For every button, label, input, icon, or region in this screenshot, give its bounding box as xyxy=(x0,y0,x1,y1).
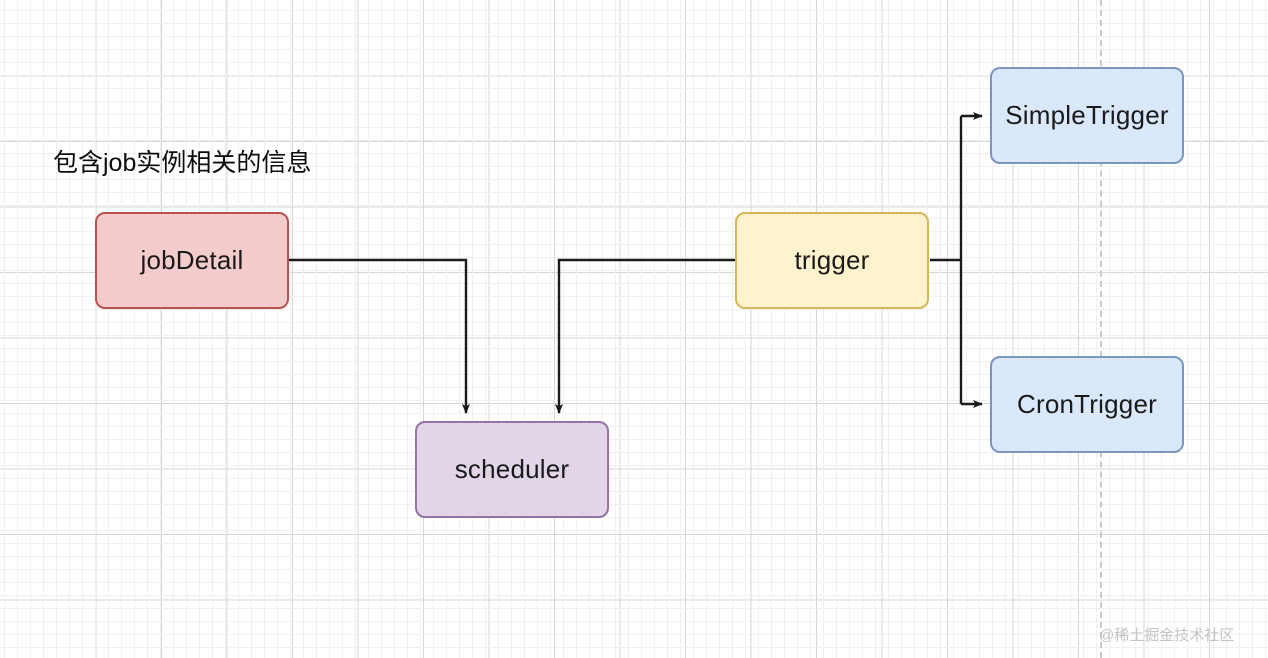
node-crontrigger-label: CronTrigger xyxy=(1017,389,1157,419)
node-scheduler[interactable]: scheduler xyxy=(415,421,609,518)
edge-jobdetail-scheduler xyxy=(289,258,470,414)
watermark: @稀土掘金技术社区 xyxy=(1099,627,1235,644)
node-crontrigger[interactable]: CronTrigger xyxy=(990,356,1184,453)
annotation-jobdetail: 包含job实例相关的信息 xyxy=(53,149,312,177)
node-simpletrigger[interactable]: SimpleTrigger xyxy=(990,67,1184,164)
node-jobdetail[interactable]: jobDetail xyxy=(95,212,289,309)
edge-trigger-scheduler xyxy=(555,258,735,414)
node-jobdetail-label: jobDetail xyxy=(140,245,244,275)
node-simpletrigger-label: SimpleTrigger xyxy=(1005,100,1169,130)
page-boundary-guide xyxy=(1100,0,1102,658)
node-trigger[interactable]: trigger xyxy=(735,212,929,309)
node-scheduler-label: scheduler xyxy=(454,454,570,484)
node-trigger-label: trigger xyxy=(794,245,870,275)
